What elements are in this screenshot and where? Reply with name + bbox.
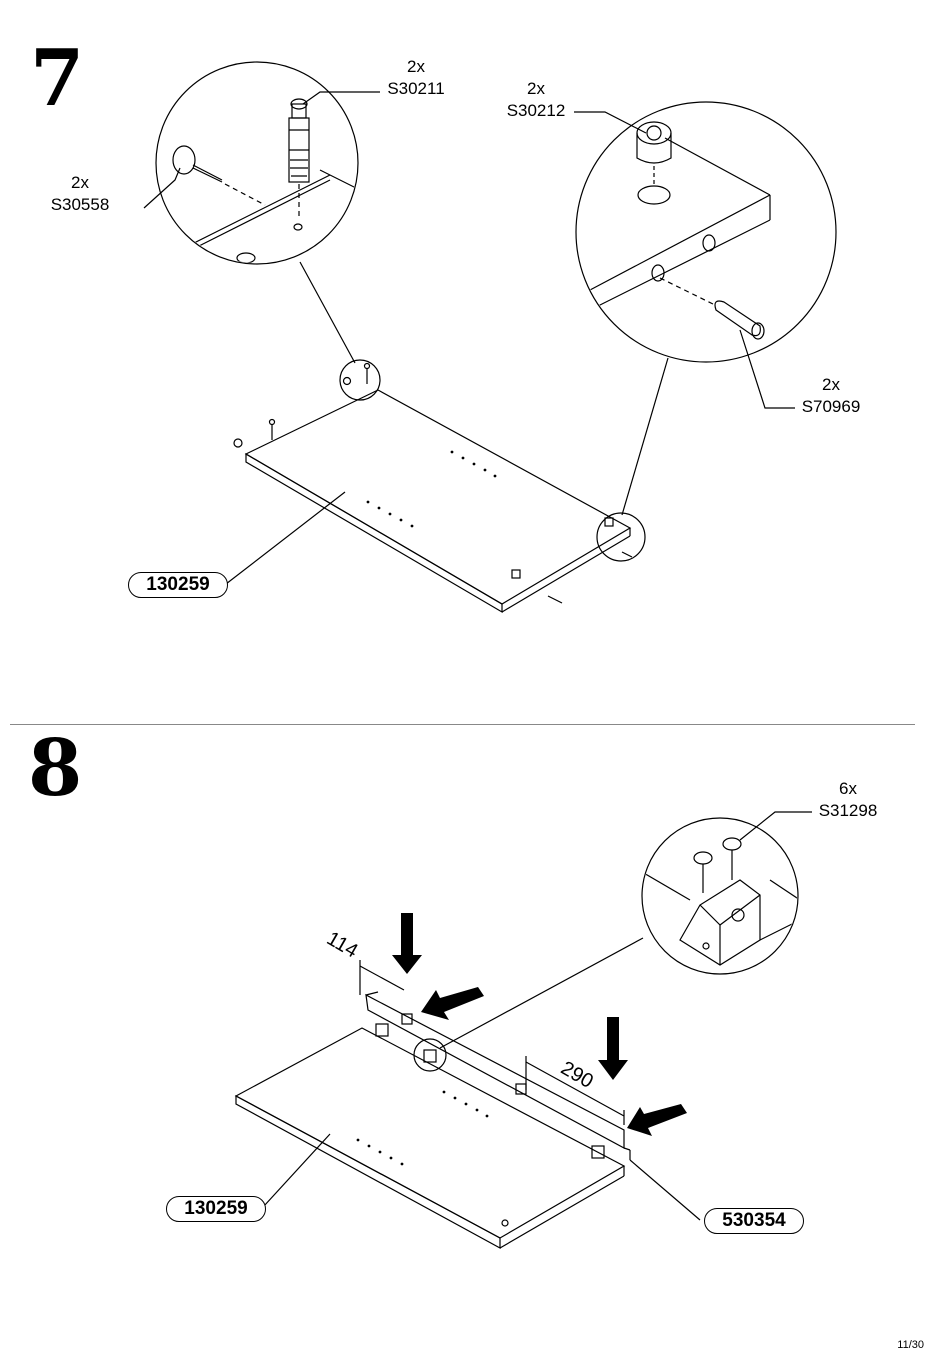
arrow-left-icon	[421, 987, 484, 1020]
callout-qty: 2x	[822, 375, 840, 394]
detail-circle-left	[155, 61, 359, 265]
callout-S70969: 2x S70969	[791, 374, 871, 418]
callout-code: S70969	[801, 397, 861, 416]
dowel-icon	[714, 300, 765, 340]
callout-code: S30558	[50, 195, 110, 214]
step-8-number: 8	[28, 723, 83, 814]
step-divider	[10, 724, 915, 725]
arrow-down-icon	[392, 913, 422, 974]
cam-lock-icon	[636, 121, 672, 164]
board-130259-step8	[234, 1013, 626, 1250]
detail-circle-step8	[641, 817, 799, 975]
corner-bracket-icon	[679, 879, 761, 966]
callout-code: S30211	[387, 79, 445, 98]
callout-S30558: 2x S30558	[40, 172, 120, 216]
step-7-number: 7	[30, 33, 85, 124]
callout-S31298: 6x S31298	[808, 778, 888, 822]
callout-S30212: 2x S30212	[496, 78, 576, 122]
callout-code: S31298	[818, 801, 878, 820]
detail-circle-right	[575, 101, 837, 363]
screw-icon	[693, 837, 742, 893]
callout-qty: 6x	[839, 779, 857, 798]
callout-qty: 2x	[407, 57, 425, 76]
callout-qty: 2x	[71, 173, 89, 192]
pin-head-icon	[172, 145, 196, 175]
part-label-130259-step8: 130259	[166, 1196, 266, 1222]
part-label-130259-step7: 130259	[128, 572, 228, 598]
callout-qty: 2x	[527, 79, 545, 98]
callout-code: S30212	[506, 101, 566, 120]
arrow-down-icon	[598, 1017, 628, 1080]
back-panel-530354	[365, 991, 631, 1160]
cam-bolt-icon	[288, 98, 310, 183]
page-number: 11/30	[897, 1339, 924, 1351]
callout-S30211: 2x S30211	[376, 56, 456, 100]
part-label-530354: 530354	[704, 1208, 804, 1234]
arrow-left-icon	[627, 1104, 687, 1136]
board-130259-step7	[233, 362, 633, 614]
